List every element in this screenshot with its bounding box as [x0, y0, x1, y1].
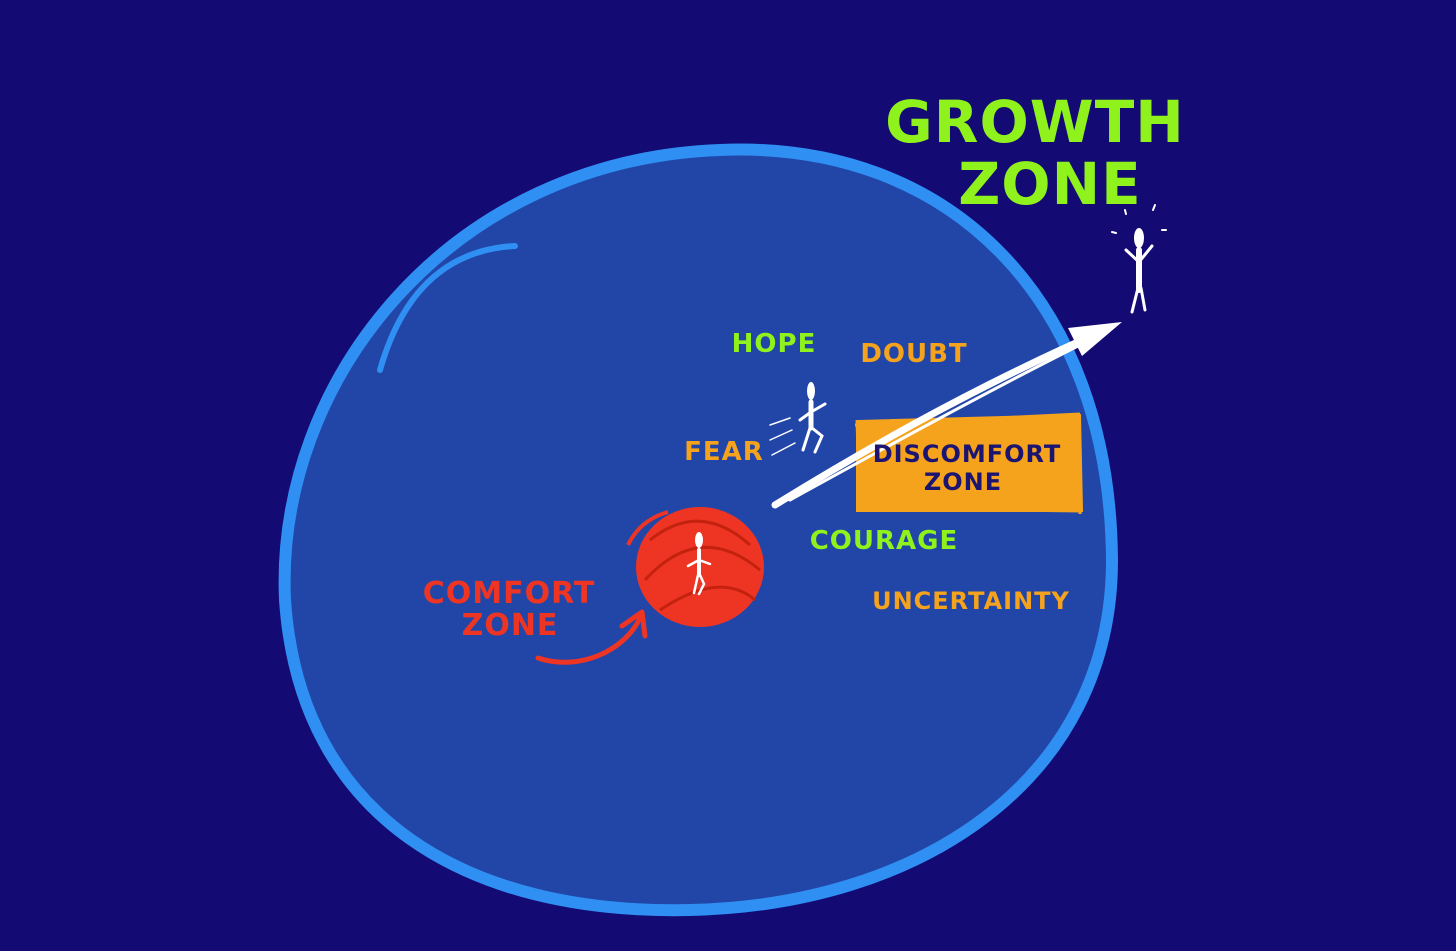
label-fear: FEAR: [684, 437, 764, 467]
discomfort-zone-label-line1: DISCOMFORT: [873, 440, 1062, 468]
label-courage: COURAGE: [810, 526, 959, 556]
label-doubt: DOUBT: [860, 339, 967, 369]
growth-zone-title-line1: GROWTH: [885, 88, 1185, 156]
discomfort-zone-label-line2: ZONE: [924, 468, 1002, 496]
comfort-zone-label-line1: COMFORT: [423, 576, 596, 611]
growth-arrow-head: [1068, 322, 1122, 356]
growth-zone-title-line2: ZONE: [958, 150, 1142, 218]
label-uncertainty: UNCERTAINTY: [872, 587, 1070, 615]
label-hope: HOPE: [732, 329, 817, 359]
comfort-zone-label-line2: ZONE: [462, 608, 559, 643]
person-cheering-icon: [1112, 205, 1166, 312]
